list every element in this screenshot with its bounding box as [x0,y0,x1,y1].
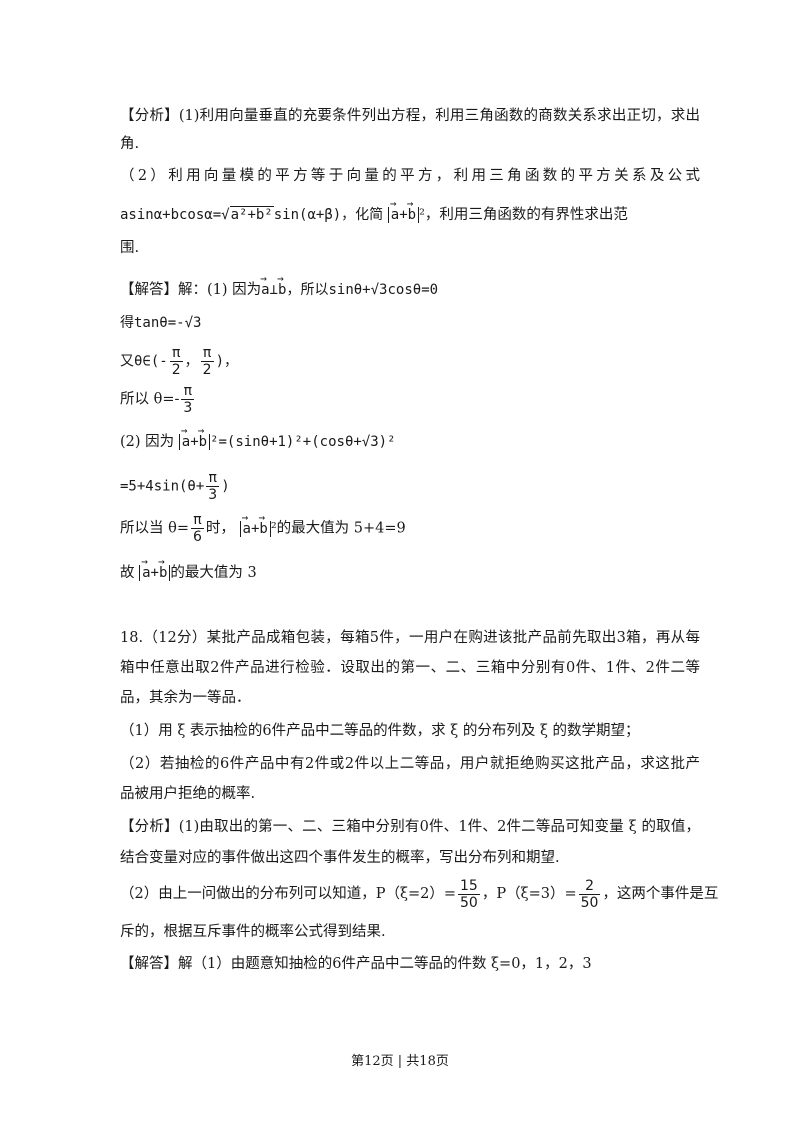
comma: ， [184,353,199,370]
vector-sum-abs: a+b [239,502,271,537]
formula-part: ) [221,478,230,495]
formula-part: sin(α+β)，化简 [273,207,384,223]
vector-b: b [258,502,267,545]
solution-1-line-2: 得tanθ=-√3 [120,313,700,333]
solution-18-line-1: 【解答】解（1）由题意知抽检的6件产品中二等品的件数 ξ=0，1，2，3 [120,956,592,972]
numerator: π [169,345,183,362]
plus-sign: + [399,207,408,223]
formula-part: )， [215,353,238,370]
denominator: 50 [460,894,478,911]
sqrt-3: √3 [361,434,379,450]
numerator: π [191,512,204,529]
denominator: 50 [580,894,599,911]
numerator: 15 [458,877,480,895]
vector-b: b [407,194,416,225]
analysis-2-formula-line: asinα+bcosα=√3√a²+b²sin(α+β)，化简 a+b²，利用三… [120,194,700,225]
vector-a: a [390,194,399,225]
vector-b: b [158,552,167,583]
formula-part: 所以当 θ= [120,520,189,537]
sqrt-radicand: a²+b² [229,206,274,223]
question-18-part-2-line-1: （2）若抽检的6件产品中有2件或2件以上二等品，用户就拒绝购买这批产品，求这批产 [120,756,700,772]
analysis-18-line-4: 斥的，根据互斥事件的概率公式得到结果. [120,924,386,940]
solution-2-line-1: (2) 因为 a+b²=(sinθ+1)²+(cosθ+√3)² [120,421,700,452]
vector-sum-abs: a+b [178,421,211,452]
numerator: 2 [578,878,601,895]
question-18-line-1: 18.（12分）某批产品成箱包装，每箱5件，一用户在购进该批产品前先取出3箱，再… [120,630,700,646]
question-18-line-3: 品，其余为一等品． [120,690,251,706]
perp-sign: ⊥ [269,282,279,298]
plus-sign: + [190,434,199,450]
page-footer: 第12页 | 共18页 [351,1054,449,1069]
question-18-part-1: （1）用 ξ 表示抽检的6件产品中二等品的件数，求 ξ 的分布列及 ξ 的数学期… [120,723,640,739]
sqrt-3: √3 [370,282,388,298]
vector-a: a [260,269,269,300]
analysis-1-line-1: 【分析】(1)利用向量垂直的充要条件列出方程，利用三角函数的商数关系求出正切，求… [120,108,700,124]
vector-sum-abs: a+b [139,552,171,583]
analysis-18-line-2: 结合变量对应的事件做出这四个事件发生的概率，写出分布列和期望. [120,850,560,866]
vector-sum-abs: a+b [387,194,420,225]
formula-part: 得tanθ=- [120,315,185,331]
formula-part: 时， [205,520,235,537]
formula-part: asinα+bcosα= [120,207,222,223]
formula-part: ，P（ξ=3）= [481,886,577,902]
formula-part: =5+4sin(θ+ [120,478,205,495]
plus-sign: + [150,565,159,581]
vector-a: a [181,421,190,452]
question-18-part-2-line-2: 品被用户拒绝的概率. [120,786,256,802]
formula-part: ²，利用三角函数的有界性求出范 [419,207,628,223]
solution-1-line-1: 【解答】解：(1) 因为a⊥b，所以sinθ+√3cosθ=0 [120,269,700,300]
denominator: 2 [202,362,212,378]
formula-part: ，这两个事件是互 [602,886,719,902]
formula-part: ²的最大值为 5+4=9 [270,520,406,537]
solution-label: 【解答】解：(1) 因为 [120,282,262,298]
analysis-2-line-3: 围. [120,240,140,256]
analysis-2-line-1: （2）利用向量模的平方等于向量的平方，利用三角函数的平方关系及公式 [120,168,700,184]
denominator: 3 [208,487,218,503]
plus-sign: + [250,520,260,537]
vector-b: b [277,269,286,300]
vector-a: a [241,502,250,545]
formula-part: )² [378,434,396,450]
question-18-line-2: 箱中任意出取2件产品进行检验．设取出的第一、二、三箱中分别有0件、1件、2件二等 [120,660,700,676]
numerator: π [181,383,195,400]
formula-part: （2）由上一问做出的分布列可以知道，P（ξ=2）= [120,886,456,902]
formula-part: ，所以sinθ+ [286,282,371,298]
formula-part: 故 [120,565,135,581]
formula-part: (2) 因为 [120,434,175,450]
numerator: π [206,470,220,487]
vector-b: b [198,421,207,452]
formula-part: 又θ∈(- [120,353,168,370]
analysis-18-line-1: 【分析】(1)由取出的第一、二、三箱中分别有0件、1件、2件二等品可知变量 ξ … [120,819,700,835]
formula-part: 所以 θ=- [120,391,180,408]
denominator: 6 [193,529,202,545]
formula-part: cosθ=0 [387,282,439,298]
denominator: 3 [183,400,193,416]
sqrt-3: √3 [184,315,202,331]
denominator: 2 [171,362,181,378]
vector-a: a [141,552,150,583]
formula-part: 的最大值为 3 [170,565,257,581]
analysis-1-line-2: 角. [120,136,140,152]
numerator: π [200,345,214,362]
sqrt-radical-symbol: √ [221,207,230,223]
formula-part: ²=(sinθ+1)²+(cosθ+ [210,434,362,450]
